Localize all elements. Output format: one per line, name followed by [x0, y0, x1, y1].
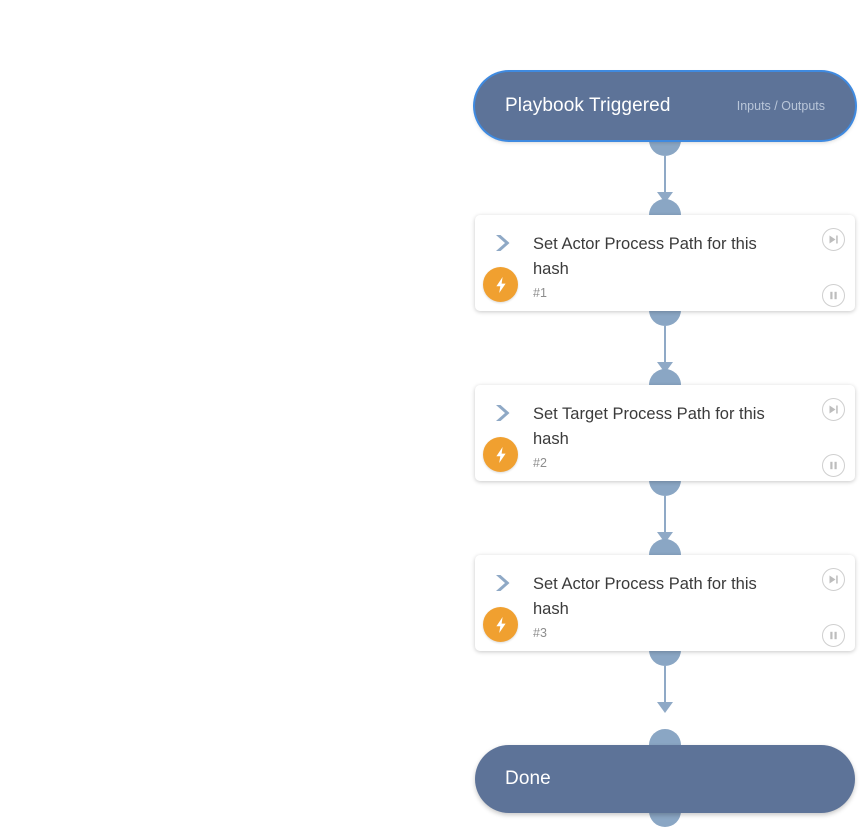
pause-icon[interactable]	[822, 624, 845, 647]
node-input-socket-1[interactable]	[649, 199, 681, 215]
action-node-1-index: #1	[533, 286, 547, 300]
lightning-bolt-icon	[483, 607, 518, 642]
action-node-2-index: #2	[533, 456, 547, 470]
playbook-triggered-title: Playbook Triggered	[505, 95, 671, 116]
pause-icon[interactable]	[822, 284, 845, 307]
node-input-socket-3[interactable]	[649, 539, 681, 555]
node-input-socket-done[interactable]	[649, 729, 681, 745]
lightning-bolt-icon	[483, 267, 518, 302]
connector-arrow	[657, 532, 673, 543]
connector-1-to-2	[649, 326, 681, 386]
action-node-3-title: Set Actor Process Path for this hash	[533, 575, 757, 618]
node-output-socket-start[interactable]	[649, 140, 681, 156]
chevron-right-icon	[489, 230, 515, 256]
playbook-triggered-node[interactable]: Playbook Triggered Inputs / Outputs	[475, 72, 855, 140]
done-title: Done	[505, 768, 551, 789]
node-output-socket-1[interactable]	[649, 310, 681, 326]
chevron-right-icon	[489, 400, 515, 426]
connector-line	[664, 666, 666, 704]
node-output-socket-3[interactable]	[649, 650, 681, 666]
pause-icon[interactable]	[822, 454, 845, 477]
action-node-2[interactable]: Set Target Process Path for this hash #2	[475, 385, 855, 481]
step-forward-icon[interactable]	[822, 228, 845, 251]
chevron-right-icon	[489, 570, 515, 596]
node-input-socket-2[interactable]	[649, 369, 681, 385]
action-node-3[interactable]: Set Actor Process Path for this hash #3	[475, 555, 855, 651]
connector-start-to-1	[649, 156, 681, 216]
playbook-triggered-inputs-outputs-link[interactable]: Inputs / Outputs	[736, 99, 825, 113]
connector-arrow	[657, 702, 673, 713]
connector-arrow	[657, 192, 673, 203]
connector-3-to-done	[649, 666, 681, 726]
node-output-socket-2[interactable]	[649, 480, 681, 496]
connector-arrow	[657, 362, 673, 373]
step-forward-icon[interactable]	[822, 398, 845, 421]
node-output-socket-done[interactable]	[649, 811, 681, 827]
action-node-1-title: Set Actor Process Path for this hash	[533, 235, 757, 278]
connector-line	[664, 156, 666, 194]
action-node-1[interactable]: Set Actor Process Path for this hash #1	[475, 215, 855, 311]
connector-line	[664, 326, 666, 364]
step-forward-icon[interactable]	[822, 568, 845, 591]
lightning-bolt-icon	[483, 437, 518, 472]
action-node-2-title: Set Target Process Path for this hash	[533, 405, 765, 448]
action-node-3-index: #3	[533, 626, 547, 640]
done-node[interactable]: Done	[475, 745, 855, 813]
connector-2-to-3	[649, 496, 681, 556]
connector-line	[664, 496, 666, 534]
